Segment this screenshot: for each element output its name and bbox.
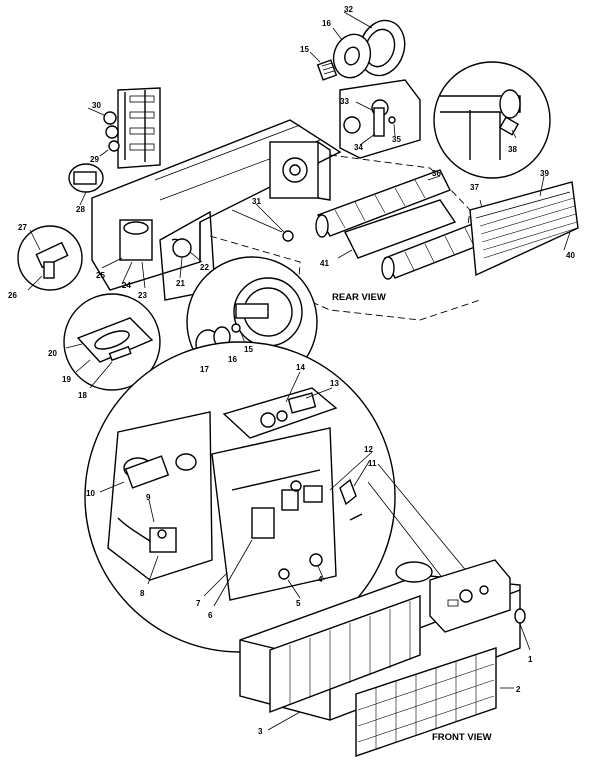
callout-14: 14 bbox=[296, 363, 305, 372]
caption-rear-view: REAR VIEW bbox=[332, 292, 386, 303]
callout-15: 15 bbox=[300, 45, 309, 54]
switch-panel-detail bbox=[87, 87, 161, 169]
callout-39: 39 bbox=[540, 169, 549, 178]
callout-34: 34 bbox=[354, 143, 363, 152]
rear-grille-40 bbox=[469, 175, 579, 277]
part-26-27-relay bbox=[17, 225, 83, 291]
callout-4: 4 bbox=[318, 575, 323, 584]
front-unit bbox=[239, 559, 531, 757]
part-31-washer bbox=[255, 203, 294, 242]
callout-37: 37 bbox=[470, 183, 479, 192]
callout-15b: 15 bbox=[244, 345, 253, 354]
callout-24: 24 bbox=[122, 281, 131, 290]
callout-18: 18 bbox=[78, 391, 87, 400]
callout-2: 2 bbox=[516, 685, 521, 694]
callout-16: 16 bbox=[322, 19, 331, 28]
callout-21: 21 bbox=[176, 279, 185, 288]
rear-chassis bbox=[91, 119, 342, 301]
motor-bracket bbox=[339, 79, 421, 159]
callout-5: 5 bbox=[296, 599, 301, 608]
caption-front-view: FRONT VIEW bbox=[432, 732, 492, 743]
callout-38: 38 bbox=[508, 145, 517, 154]
callout-11: 11 bbox=[368, 459, 377, 468]
control-section-detail bbox=[84, 341, 396, 653]
heater-element-detail bbox=[63, 293, 161, 391]
callout-7: 7 bbox=[196, 599, 201, 608]
callout-30: 30 bbox=[92, 101, 101, 110]
callout-8: 8 bbox=[140, 589, 145, 598]
callout-20: 20 bbox=[48, 349, 57, 358]
callout-labels: 32 16 15 33 34 35 38 30 29 28 27 26 25 2… bbox=[8, 5, 575, 736]
blower-wheel-36 bbox=[315, 169, 451, 238]
callout-22: 22 bbox=[200, 263, 209, 272]
callout-6: 6 bbox=[208, 611, 213, 620]
blower-housing-41 bbox=[337, 199, 457, 259]
callout-26: 26 bbox=[8, 291, 17, 300]
callout-3: 3 bbox=[258, 727, 263, 736]
callout-32: 32 bbox=[344, 5, 353, 14]
callout-17: 17 bbox=[200, 365, 209, 374]
bearing-detail-top bbox=[309, 11, 406, 81]
motor-shaft-detail bbox=[433, 61, 551, 179]
callout-23: 23 bbox=[138, 291, 147, 300]
callout-35: 35 bbox=[392, 135, 401, 144]
callout-13: 13 bbox=[330, 379, 339, 388]
callout-9: 9 bbox=[146, 493, 151, 502]
callout-12: 12 bbox=[364, 445, 373, 454]
callout-31: 31 bbox=[252, 197, 261, 206]
callout-10: 10 bbox=[86, 489, 95, 498]
callout-33: 33 bbox=[340, 97, 349, 106]
callout-40: 40 bbox=[566, 251, 575, 260]
callout-1: 1 bbox=[528, 655, 533, 664]
callout-16b: 16 bbox=[228, 355, 237, 364]
callout-28: 28 bbox=[76, 205, 85, 214]
callout-25: 25 bbox=[96, 271, 105, 280]
callout-41: 41 bbox=[320, 259, 329, 268]
callout-36: 36 bbox=[432, 169, 441, 178]
callout-29: 29 bbox=[90, 155, 99, 164]
callout-27: 27 bbox=[18, 223, 27, 232]
blower-wheel-37 bbox=[381, 199, 499, 280]
part-28-switch bbox=[68, 163, 104, 206]
callout-19: 19 bbox=[62, 375, 71, 384]
